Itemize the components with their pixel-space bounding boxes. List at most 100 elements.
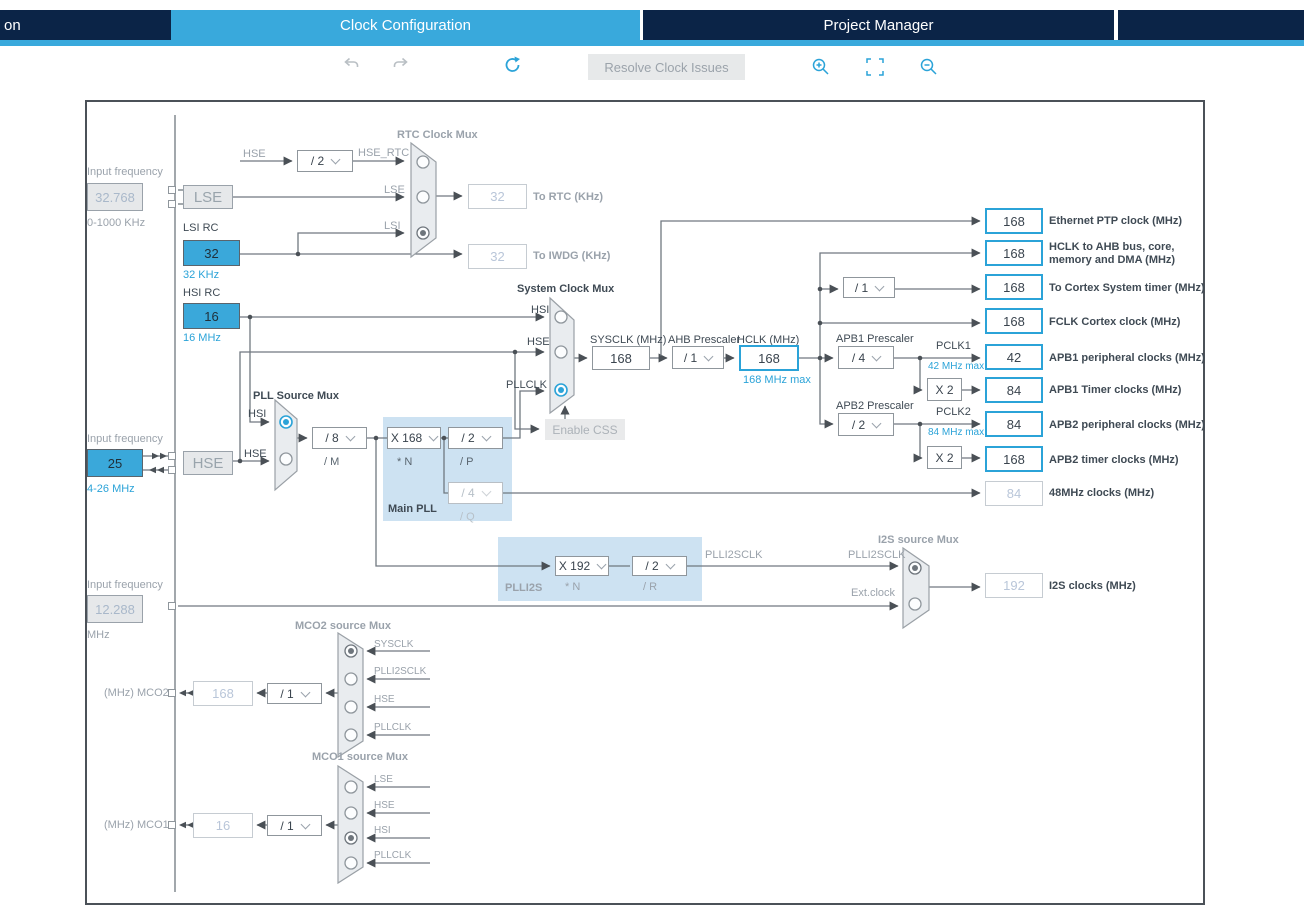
apb2-x2-multiplier-box: X 2: [927, 446, 962, 469]
mco1-pllclk-input-label: PLLCLK: [374, 850, 412, 861]
rtc-clock-mux-title: RTC Clock Mux: [397, 129, 478, 141]
i2s-source-mux-title: I2S source Mux: [878, 534, 959, 546]
ethernet-ptp-value-box[interactable]: 168: [985, 208, 1043, 234]
i2s-input-frequency-label: Input frequency: [87, 579, 163, 591]
hse-input-frequency-field[interactable]: 25: [87, 449, 143, 477]
i2s-input-unit-label: MHz: [87, 629, 110, 641]
rtc-hse-label: HSE: [243, 148, 266, 160]
ahb-prescaler-label: AHB Prescaler: [668, 334, 741, 346]
apb1-peripheral-label: APB1 peripheral clocks (MHz): [1049, 352, 1205, 364]
pll-div-m-dropdown[interactable]: / 8: [312, 427, 367, 449]
mco2-hse-input-label: HSE: [374, 694, 395, 705]
tab-project-manager[interactable]: Project Manager: [643, 10, 1114, 40]
to-iwdg-value-box[interactable]: 32: [468, 244, 527, 269]
hsi-rc-title: HSI RC: [183, 287, 221, 299]
pclk1-max-label: 42 MHz max: [928, 361, 985, 372]
apb2-prescaler-dropdown[interactable]: / 2: [838, 413, 894, 436]
chevron-down-icon: [874, 281, 885, 291]
mco2-value-box[interactable]: 168: [193, 681, 253, 706]
rtc-hse-prescaler-dropdown[interactable]: / 2: [297, 150, 353, 172]
chevron-down-icon: [703, 351, 714, 361]
hclk-max-label: 168 MHz max: [743, 374, 811, 386]
apb2-peripheral-label: APB2 peripheral clocks (MHz): [1049, 419, 1205, 431]
zoom-out-icon[interactable]: [918, 56, 940, 78]
apb2-prescaler-label: APB2 Prescaler: [836, 400, 914, 412]
mco1-prescaler-dropdown[interactable]: / 1: [267, 815, 322, 836]
lse-source-box[interactable]: LSE: [183, 185, 233, 209]
hse-input-frequency-label: Input frequency: [87, 433, 163, 445]
undo-icon[interactable]: [340, 54, 362, 76]
apb2-peripheral-value-box[interactable]: 84: [985, 411, 1043, 437]
plli2s-title: PLLI2S: [505, 582, 543, 594]
chevron-down-icon: [481, 486, 492, 497]
i2s-input-frequency-field[interactable]: 12.288: [87, 595, 143, 623]
chevron-down-icon: [428, 431, 439, 442]
i2s-clocks-label: I2S clocks (MHz): [1049, 580, 1136, 592]
cortex-timer-prescaler-dropdown[interactable]: / 1: [843, 277, 895, 298]
sys-pllclk-wire-label: PLLCLK: [506, 379, 547, 391]
mco1-value-box[interactable]: 16: [193, 813, 253, 838]
hclk-value-box[interactable]: 168: [739, 345, 799, 371]
enable-css-button[interactable]: Enable CSS: [545, 419, 625, 440]
apb1-peripheral-value-box[interactable]: 42: [985, 344, 1043, 370]
pll-q-label: / Q: [460, 511, 475, 523]
plli2s-r-label: / R: [643, 581, 658, 593]
cortex-timer-value-box[interactable]: 168: [985, 274, 1043, 300]
lsi-rc-freq-label: 32 KHz: [183, 269, 220, 281]
pll-div-q-dropdown[interactable]: / 4: [448, 482, 503, 504]
hclk-label: HCLK (MHz): [737, 334, 800, 346]
hclk-ahb-value-box[interactable]: 168: [985, 240, 1043, 266]
i2s-clocks-value-box[interactable]: 192: [985, 573, 1043, 598]
plli2s-div-r-dropdown[interactable]: / 2: [632, 556, 687, 576]
plli2sclk-wire-label: PLLI2SCLK: [705, 549, 763, 561]
main-pll-title: Main PLL: [388, 503, 437, 515]
clk48-value-box[interactable]: 84: [985, 481, 1043, 506]
apb1-timer-value-box[interactable]: 84: [985, 377, 1043, 403]
pll-div-p-dropdown[interactable]: / 2: [448, 427, 503, 449]
hclk-ahb-label-line2: memory and DMA (MHz): [1049, 254, 1176, 266]
chevron-down-icon: [330, 154, 341, 165]
ahb-prescaler-dropdown[interactable]: / 1: [672, 346, 724, 369]
tab-pinout-configuration-partial[interactable]: on: [0, 10, 171, 40]
rtc-lse-wire-label: LSE: [384, 184, 405, 196]
mco2-prescaler-dropdown[interactable]: / 1: [267, 683, 322, 704]
tab-extra-partial[interactable]: [1118, 10, 1304, 40]
tab-label: Project Manager: [823, 16, 934, 34]
pll-hse-wire-label: HSE: [244, 448, 267, 460]
chevron-down-icon: [300, 687, 311, 697]
zoom-in-icon[interactable]: [810, 56, 832, 78]
cortex-timer-label: To Cortex System timer (MHz): [1049, 282, 1205, 294]
lse-input-frequency-field[interactable]: 32.768: [87, 183, 143, 211]
hse-rtc-wire-label: HSE_RTC: [358, 147, 410, 159]
plli2s-mul-n-dropdown[interactable]: X 192: [555, 556, 609, 576]
rtc-lsi-wire-label: LSI: [384, 220, 401, 232]
pclk2-label: PCLK2: [936, 406, 971, 418]
pll-mul-n-dropdown[interactable]: X 168: [387, 427, 441, 449]
pll-p-label: / P: [460, 456, 474, 468]
hsi-rc-freq-label: 16 MHz: [183, 332, 221, 344]
pclk2-max-label: 84 MHz max: [928, 427, 985, 438]
hse-source-box[interactable]: HSE: [183, 451, 233, 475]
mco2-pllclk-input-label: PLLCLK: [374, 722, 412, 733]
mco1-lse-input-label: LSE: [374, 774, 393, 785]
fit-screen-icon[interactable]: [864, 56, 886, 78]
chevron-down-icon: [481, 431, 492, 442]
pll-n-label: * N: [397, 456, 413, 468]
pll-source-mux-title: PLL Source Mux: [253, 390, 339, 402]
chevron-down-icon: [871, 351, 882, 361]
redo-icon[interactable]: [390, 54, 412, 76]
fclk-value-box[interactable]: 168: [985, 308, 1043, 334]
chevron-down-icon: [300, 819, 311, 829]
chevron-down-icon: [665, 559, 676, 570]
apb2-timer-value-box[interactable]: 168: [985, 446, 1043, 472]
hse-input-range-label: 4-26 MHz: [87, 483, 135, 495]
sysclk-value-box[interactable]: 168: [592, 346, 650, 370]
resolve-clock-issues-button[interactable]: Resolve Clock Issues: [588, 54, 745, 80]
apb1-prescaler-dropdown[interactable]: / 4: [838, 346, 894, 369]
to-rtc-value-box[interactable]: 32: [468, 184, 527, 209]
fclk-label: FCLK Cortex clock (MHz): [1049, 316, 1181, 328]
tab-clock-configuration[interactable]: Clock Configuration: [171, 10, 640, 40]
apb1-x2-multiplier-box: X 2: [927, 378, 962, 401]
reset-zoom-icon[interactable]: [501, 53, 525, 77]
chevron-down-icon: [596, 559, 607, 570]
